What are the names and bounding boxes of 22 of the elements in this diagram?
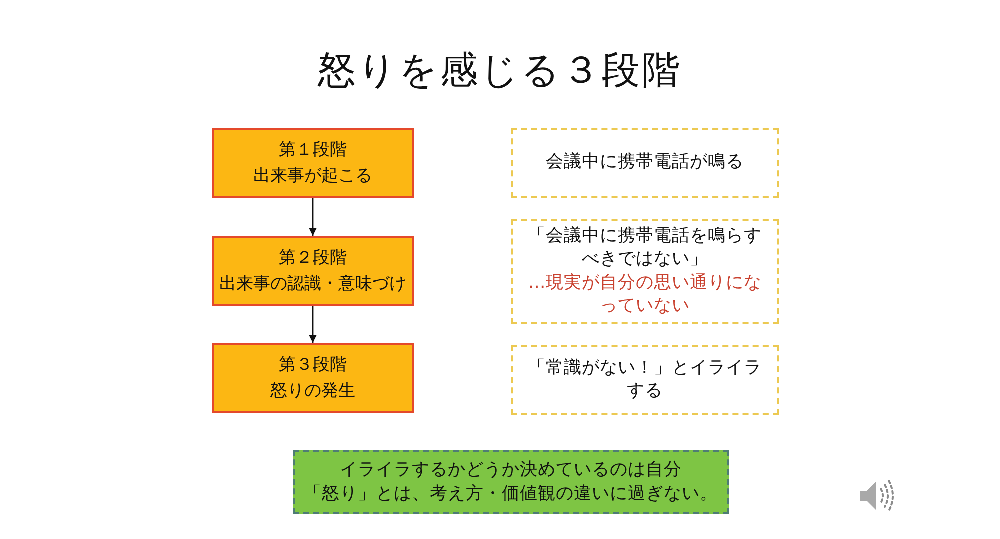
summary-text: 「怒り」とは、考え方・価値観の違いに過ぎない。 bbox=[304, 483, 718, 506]
example-text: 「常識がない！」とイライラする bbox=[527, 356, 763, 403]
stage-label: 第２段階 bbox=[279, 247, 347, 270]
process-box bbox=[212, 236, 414, 306]
process-box bbox=[212, 343, 414, 413]
example-note: …現実が自分の思い通りになっていない bbox=[527, 272, 763, 318]
summary-text: イライラするかどうか決めているのは自分 bbox=[340, 459, 682, 482]
arrow bbox=[309, 198, 317, 236]
title: 怒りを感じる３段階 bbox=[318, 47, 682, 94]
example-box bbox=[511, 128, 779, 198]
arrow bbox=[309, 306, 317, 343]
stage-label: 第３段階 bbox=[279, 354, 347, 377]
stage-description: 出来事の認識・意味づけ bbox=[220, 273, 406, 296]
example-box bbox=[511, 219, 779, 324]
example-text: 「会議中に携帯電話を鳴らすべきではない」 bbox=[527, 224, 763, 271]
example-text: 会議中に携帯電話が鳴る bbox=[546, 151, 744, 174]
process-box bbox=[212, 128, 414, 198]
stage-label: 第１段階 bbox=[279, 139, 347, 162]
summary-box bbox=[293, 450, 729, 514]
stage-description: 怒りの発生 bbox=[270, 380, 356, 403]
example-box bbox=[511, 345, 779, 415]
stage-description: 出来事が起こる bbox=[254, 165, 372, 188]
